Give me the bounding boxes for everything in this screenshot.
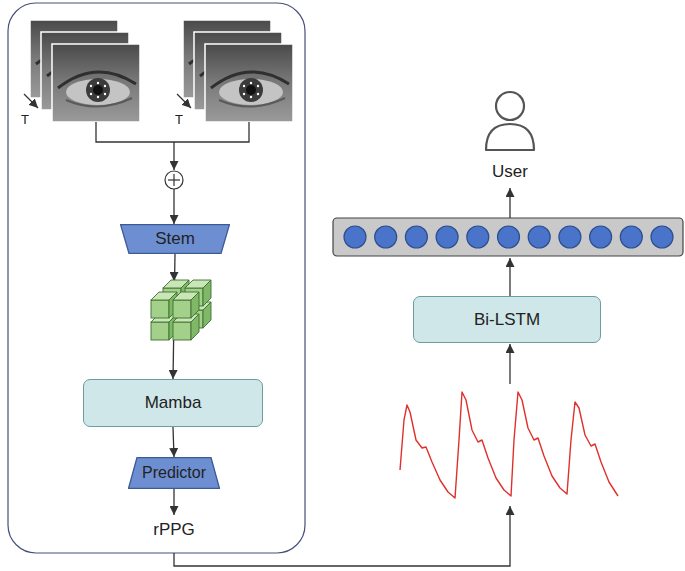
block-name: Predictor: [142, 464, 206, 482]
time-arrow: [24, 94, 38, 108]
flow-arrow: [173, 489, 174, 515]
feature-cubes: [151, 280, 211, 340]
flow-arrow: [173, 189, 174, 224]
signal-wire: [174, 506, 510, 566]
mamba-block: Mamba: [83, 379, 263, 427]
bilstm-block: Bi-LSTM: [413, 296, 601, 343]
feature-vector: [333, 218, 683, 256]
predictor-block: Predictor: [128, 457, 220, 489]
flow-arrow: [509, 188, 510, 218]
flow-arrow: [509, 344, 510, 384]
user-label: User: [470, 160, 550, 184]
block-name: Stem: [155, 229, 195, 249]
flow-arrow: [173, 427, 174, 457]
stem-block: Stem: [120, 224, 230, 254]
time-arrow: [177, 94, 191, 108]
concat-symbol: [165, 171, 183, 189]
time-axis-label: T: [170, 110, 188, 128]
ppg-waveform: [400, 392, 618, 498]
flow-arrow: [173, 142, 174, 170]
module-frame: [8, 3, 305, 553]
eye-frames-right: [183, 20, 293, 122]
block-name: Mamba: [145, 393, 202, 413]
flow-arrow: [509, 258, 510, 296]
eye-frames-left: [30, 20, 140, 122]
user-icon: [486, 92, 534, 150]
block-name: Bi-LSTM: [474, 310, 540, 330]
time-axis-label: T: [16, 110, 34, 128]
output-label: rPPG: [134, 518, 214, 542]
merge-wire: [96, 122, 249, 142]
